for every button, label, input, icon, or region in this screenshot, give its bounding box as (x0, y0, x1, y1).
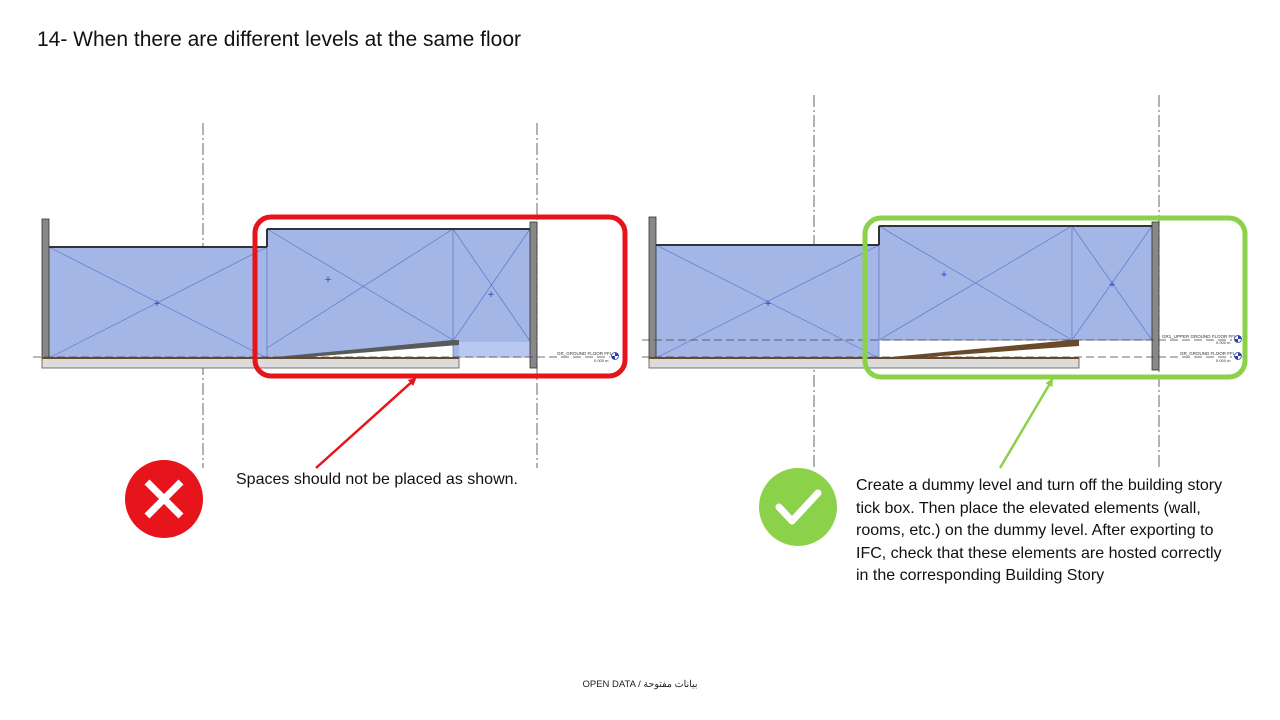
room-center-mark: + (487, 290, 495, 300)
cross-icon (125, 460, 203, 538)
check-icon (759, 468, 837, 546)
wrong-caption: Spaces should not be placed as shown. (236, 471, 518, 488)
correct-caption: Create a dummy level and turn off the bu… (856, 477, 1223, 584)
upper-level-value: 0.000 m (1216, 340, 1231, 345)
wall (529, 221, 538, 369)
level-value: 0.000 m (1216, 358, 1231, 363)
level-label: GR_GROUND FLOOR FFL (1180, 351, 1236, 356)
slide-title: 14- When there are different levels at t… (37, 28, 522, 51)
room-center-mark: + (153, 299, 161, 309)
footer-label: OPEN DATA / بيانات مفتوحة (582, 679, 698, 690)
floor-slab (41, 357, 460, 369)
correct-highlight-frame (862, 215, 1248, 380)
room-space (266, 228, 460, 359)
correct-pointer-arrow (998, 378, 1054, 469)
wrong-highlight-frame (252, 214, 628, 379)
ramp-slab (267, 340, 459, 360)
level-label: GR_GROUND FLOOR FFL (557, 351, 613, 356)
wrong-pointer-arrow (315, 377, 417, 469)
wall (41, 218, 50, 361)
room-center-mark: + (1108, 280, 1116, 290)
ramp-slab (879, 340, 1079, 360)
wall (1151, 221, 1160, 371)
wrong-section-drawing: + + + GR_GROUND FLOOR FFL 0.000 m (33, 123, 628, 538)
wall (648, 216, 657, 361)
room-center-mark: + (764, 299, 772, 309)
right-section-drawing: + + + GR1_UPPER GROUND FLOOR FFL 0.000 m… (642, 95, 1248, 546)
room-center-mark: + (324, 275, 332, 285)
room-center-mark: + (940, 270, 948, 280)
level-value: 0.000 m (594, 358, 609, 363)
upper-level-label: GR1_UPPER GROUND FLOOR FFL (1162, 334, 1237, 339)
